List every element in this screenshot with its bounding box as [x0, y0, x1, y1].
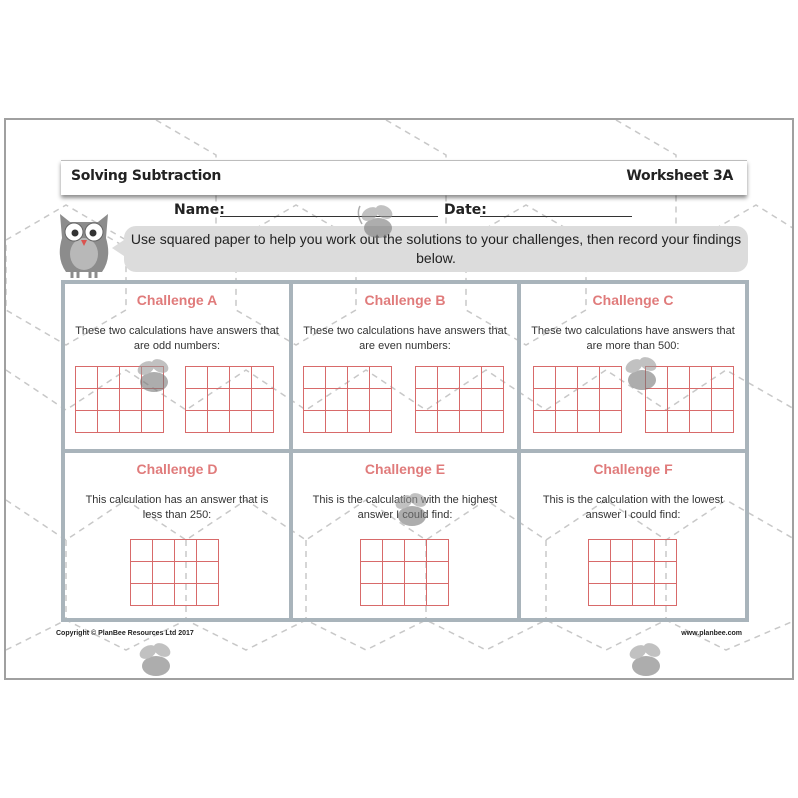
- answer-grid[interactable]: [645, 366, 734, 433]
- answer-grid[interactable]: [415, 366, 504, 433]
- worksheet-number: Worksheet 3A: [626, 168, 733, 184]
- challenge-title: Challenge C: [592, 292, 674, 308]
- challenge-e-panel: Challenge E This is the calculation with…: [291, 451, 519, 620]
- challenge-title: Challenge A: [136, 292, 218, 308]
- answer-grid[interactable]: [130, 539, 219, 606]
- date-line[interactable]: [480, 216, 632, 217]
- challenge-grid: Challenge A These two calculations have …: [61, 280, 749, 622]
- bee-watermark-icon: [139, 643, 171, 676]
- hexagon-background: [6, 120, 792, 651]
- name-label: Name:: [174, 202, 225, 218]
- worksheet-page: Solving Subtraction Worksheet 3A Name: D…: [4, 118, 794, 680]
- bee-watermark-icon: [137, 359, 169, 392]
- instruction-text: Use squared paper to help you work out t…: [130, 231, 742, 266]
- challenge-c-panel: Challenge C These two calculations have …: [519, 282, 747, 451]
- challenge-text: This calculation has an answer that is l…: [85, 494, 269, 521]
- bee-watermark-icon: [357, 205, 393, 238]
- challenge-title: Challenge E: [364, 461, 446, 477]
- answer-grid[interactable]: [303, 366, 392, 433]
- bee-watermark-icon: [625, 357, 657, 390]
- challenge-b-panel: Challenge B These two calculations have …: [291, 282, 519, 451]
- name-line[interactable]: [220, 216, 438, 217]
- challenge-f-panel: Challenge F This is the calculation with…: [519, 451, 747, 620]
- answer-grid[interactable]: [185, 366, 274, 433]
- date-label: Date:: [444, 202, 487, 218]
- challenge-text: These two calculations have answers that…: [75, 325, 279, 352]
- answer-grid[interactable]: [533, 366, 622, 433]
- answer-grid[interactable]: [360, 539, 449, 606]
- website-link[interactable]: www.planbee.com: [681, 630, 742, 637]
- owl-mascot-icon: [59, 214, 109, 278]
- bee-watermark-icon: [629, 643, 661, 676]
- challenge-title: Challenge D: [136, 461, 218, 477]
- challenge-text: This is the calculation with the lowest …: [542, 494, 724, 521]
- answer-grid[interactable]: [588, 539, 677, 606]
- worksheet-header: Solving Subtraction Worksheet 3A: [61, 160, 747, 195]
- bee-watermark-icon: [395, 493, 427, 526]
- copyright-text: Copyright © PlanBee Resources Ltd 2017: [56, 630, 194, 637]
- challenge-title: Challenge B: [364, 292, 446, 308]
- challenge-text: These two calculations have answers that…: [303, 325, 507, 352]
- challenge-text: These two calculations have answers that…: [531, 325, 735, 352]
- worksheet-title: Solving Subtraction: [71, 168, 222, 184]
- challenge-a-panel: Challenge A These two calculations have …: [63, 282, 291, 451]
- instruction-bubble: Use squared paper to help you work out t…: [112, 226, 748, 272]
- challenge-title: Challenge F: [593, 461, 673, 477]
- challenge-d-panel: Challenge D This calculation has an answ…: [63, 451, 291, 620]
